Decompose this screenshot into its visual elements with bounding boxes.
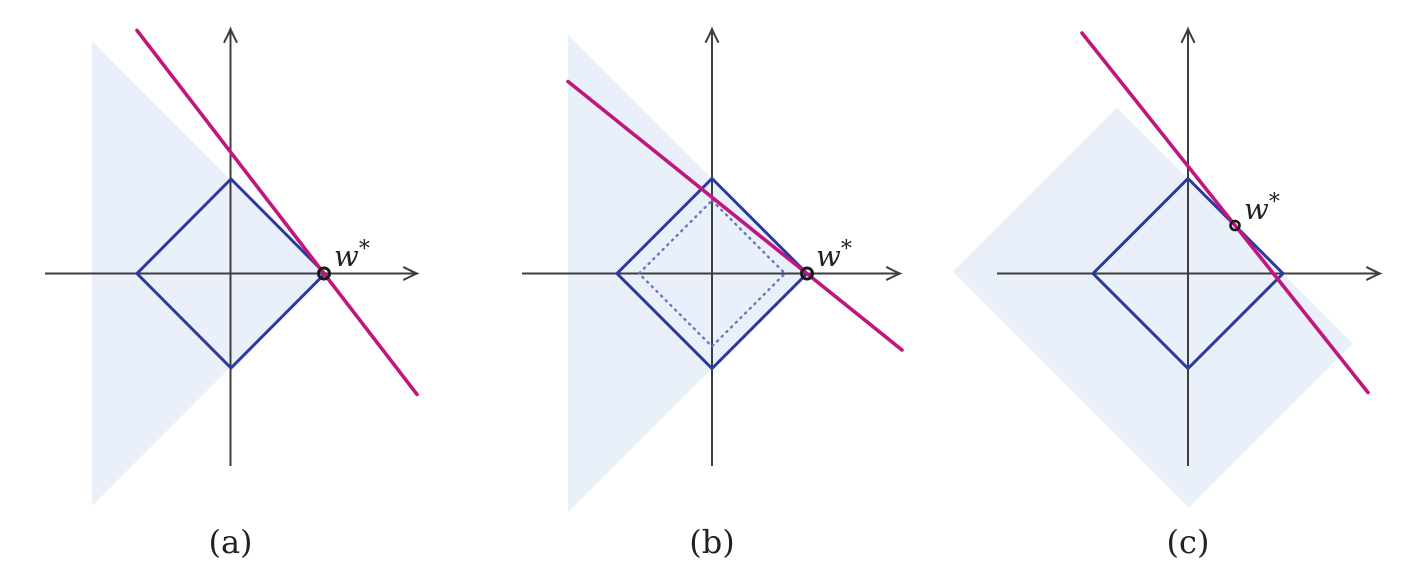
- panel-caption: (c): [1167, 523, 1210, 561]
- inner-dotted-diamond: [637, 198, 787, 349]
- optimum-label-base: w: [334, 239, 359, 273]
- optimum-label-base: w: [1244, 192, 1269, 226]
- loss-line: [135, 28, 419, 397]
- optimum-label: w*: [334, 237, 370, 273]
- panel-b: w* (b): [522, 28, 904, 561]
- optimum-label-sup: *: [841, 237, 852, 262]
- panel-c: w* (c): [953, 28, 1381, 561]
- optimum-marker: [800, 266, 814, 281]
- loss-line: [1080, 31, 1370, 395]
- optimum-marker: [317, 266, 331, 281]
- l1-ball-diamond: [614, 176, 810, 371]
- optimum-label-sup: *: [359, 237, 370, 262]
- optimum-marker: [1229, 219, 1241, 232]
- l1-ball-diamond: [1090, 176, 1286, 371]
- optimum-label-sup: *: [1269, 190, 1280, 215]
- l1-ball-diamond: [134, 176, 328, 371]
- optimum-label: w*: [816, 237, 852, 273]
- optimum-label-base: w: [816, 239, 841, 273]
- loss-line: [566, 79, 904, 352]
- shaded-region: [953, 107, 1353, 508]
- panel-caption: (b): [689, 523, 734, 561]
- panel-caption: (a): [208, 523, 252, 561]
- optimum-label: w*: [1244, 190, 1280, 226]
- panel-a: w* (a): [45, 28, 419, 561]
